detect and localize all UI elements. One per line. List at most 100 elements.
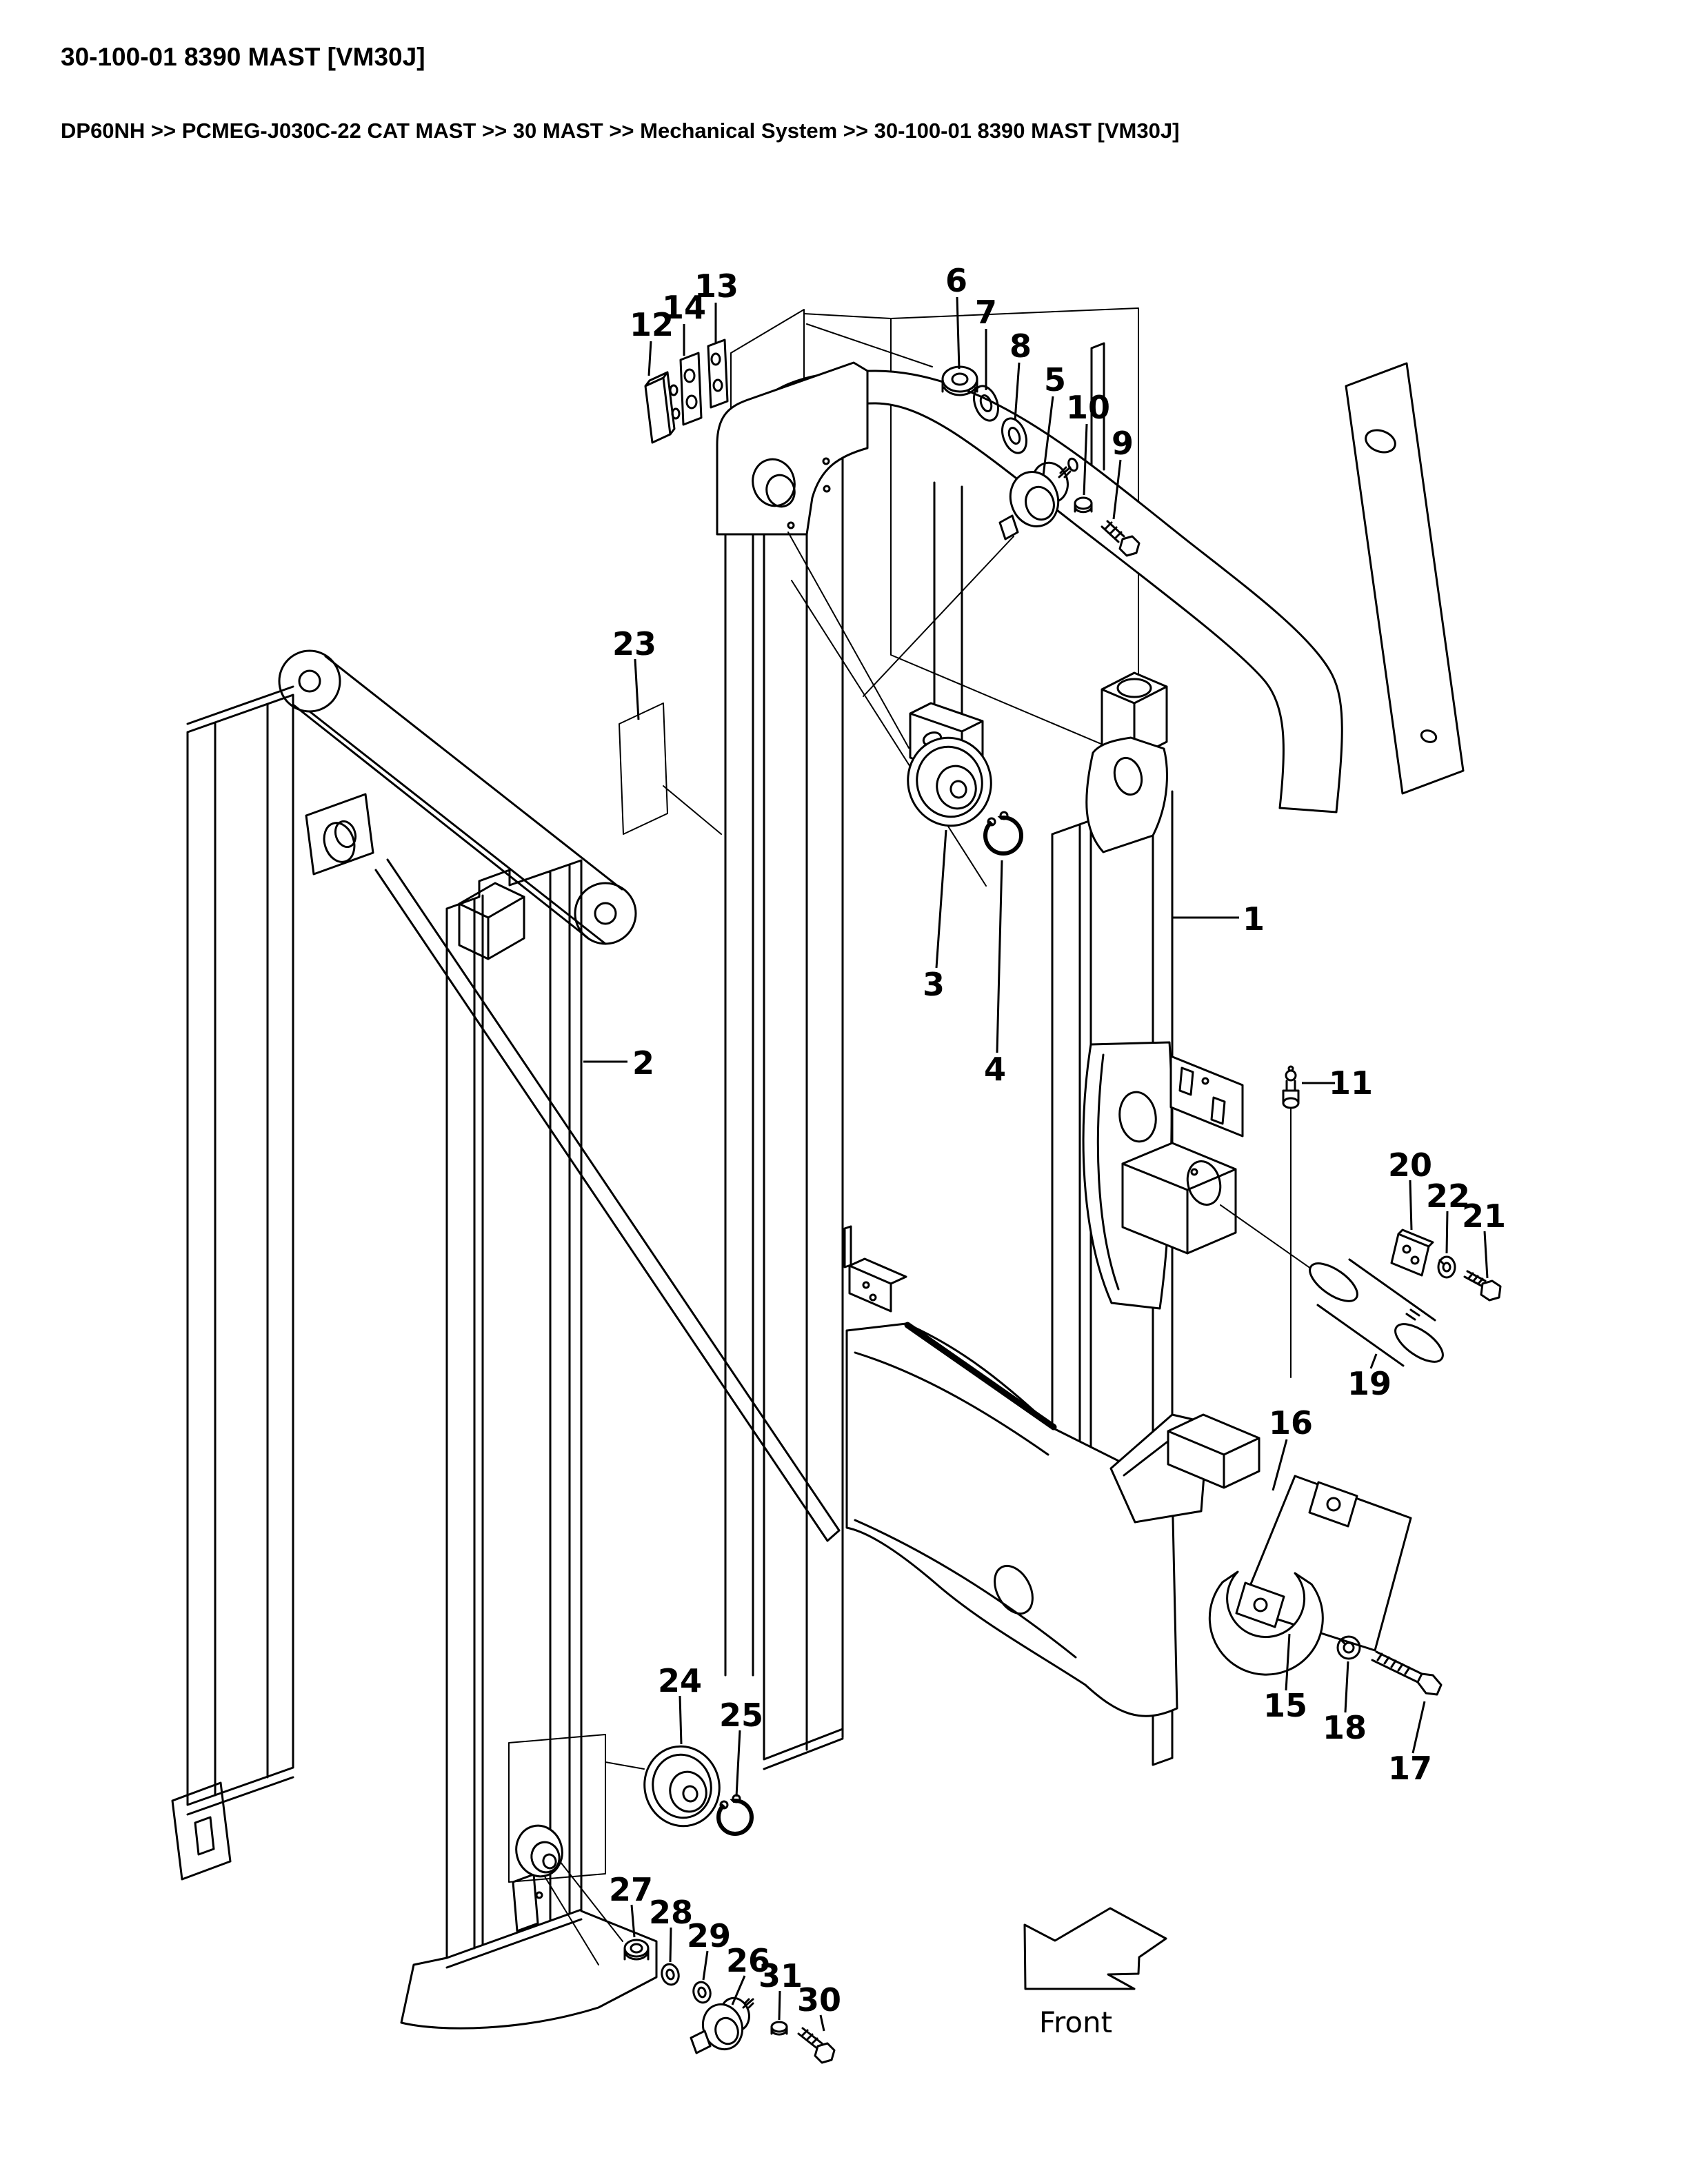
- eye-bracket: [1085, 736, 1168, 853]
- part-21-bolt: [1463, 1270, 1502, 1302]
- outer-mast-base-hole: [535, 1891, 543, 1899]
- side-bracket-parts: [1082, 1041, 1502, 1378]
- callout-19[interactable]: 19: [1347, 1365, 1391, 1402]
- callout-leader-30: [819, 2014, 825, 2032]
- callout-15[interactable]: 15: [1263, 1687, 1307, 1724]
- callout-leader-15: [1285, 1633, 1291, 1691]
- outer-mast-pin: [323, 822, 356, 863]
- callout-1[interactable]: 1: [1243, 900, 1265, 938]
- roller-ghost-panel: [508, 1734, 645, 1883]
- callout-leader-20: [1409, 1180, 1413, 1231]
- outer-mast-left-rail: [186, 685, 294, 1816]
- part-18-lock-washer: [1336, 1635, 1361, 1660]
- callout-13[interactable]: 13: [694, 267, 738, 305]
- callout-leader-3: [935, 829, 947, 969]
- mounted-roller-cap: [530, 1841, 561, 1874]
- callout-31[interactable]: 31: [758, 1957, 803, 1994]
- callout-21[interactable]: 21: [1462, 1197, 1506, 1235]
- outer-mast-mount-plate: [305, 793, 374, 876]
- callout-leader-8: [1014, 362, 1021, 421]
- callout-leader-5: [1042, 396, 1054, 476]
- part-31-nut: [770, 2021, 788, 2036]
- tilt-cylinder-bracket: [1082, 1041, 1323, 1378]
- callout-3[interactable]: 3: [923, 966, 945, 1003]
- crosshead-block: [458, 882, 525, 960]
- top-hardware-parts: [644, 338, 1141, 557]
- callout-9[interactable]: 9: [1112, 425, 1134, 462]
- callout-leader-24: [679, 1695, 683, 1745]
- callout-22[interactable]: 22: [1426, 1177, 1470, 1215]
- front-arrow-shape: [1023, 1907, 1167, 1990]
- callout-leader-6: [956, 296, 961, 370]
- part-13-shim-plate: [707, 338, 729, 409]
- label-plate-23-line: [663, 785, 722, 835]
- callout-27[interactable]: 27: [609, 1871, 653, 1908]
- bottom-bracket-parts: [1208, 1475, 1443, 1696]
- callout-5[interactable]: 5: [1044, 361, 1066, 398]
- callout-leader-25: [735, 1730, 741, 1797]
- inner-mast-left-rail: [724, 443, 844, 1770]
- callout-6[interactable]: 6: [945, 262, 967, 299]
- callout-26[interactable]: 26: [726, 1942, 770, 1979]
- callout-leader-17: [1411, 1701, 1426, 1754]
- callout-18[interactable]: 18: [1323, 1709, 1367, 1746]
- callout-leader-26: [731, 1975, 746, 2005]
- part-20-lock-plate: [1390, 1228, 1434, 1277]
- part-7-washer: [973, 385, 999, 422]
- callout-25[interactable]: 25: [719, 1697, 763, 1734]
- outer-mast-right-rail: [445, 859, 583, 1969]
- callout-leader-16: [1272, 1439, 1288, 1491]
- part-28-washer: [661, 1963, 680, 1986]
- callout-16[interactable]: 16: [1269, 1404, 1313, 1442]
- callout-leader-28: [669, 1927, 672, 1963]
- part-24-load-roller: [643, 1745, 721, 1828]
- front-label: Front: [1039, 2005, 1112, 2039]
- part-12-backing-block: [644, 371, 681, 444]
- bottom-gusset: [1109, 1413, 1260, 1524]
- part-30-bolt: [797, 2027, 836, 2064]
- right-side-plate-hole-bottom: [1420, 729, 1438, 743]
- callout-leader-18: [1344, 1661, 1349, 1713]
- callout-17[interactable]: 17: [1388, 1750, 1432, 1787]
- outer-mast-section: [171, 649, 841, 2030]
- callout-leader-19: [1369, 1353, 1378, 1369]
- callout-2[interactable]: 2: [632, 1044, 654, 1082]
- callout-23[interactable]: 23: [612, 625, 656, 663]
- roller-parts: [623, 736, 1023, 2064]
- callout-28[interactable]: 28: [649, 1894, 693, 1931]
- callout-8[interactable]: 8: [1009, 327, 1032, 365]
- callout-leader-12: [647, 341, 652, 376]
- part-10-nut: [1074, 496, 1093, 514]
- part-4-snap-ring: [983, 811, 1023, 856]
- mounted-roller-pin: [542, 1853, 557, 1870]
- callout-12[interactable]: 12: [630, 306, 674, 343]
- callout-10[interactable]: 10: [1066, 389, 1110, 426]
- part-22-lock-washer: [1437, 1255, 1456, 1279]
- outer-mast-left-foot: [171, 1781, 232, 1881]
- callout-leader-31: [778, 1990, 781, 2021]
- bracket-hole-3: [787, 521, 795, 529]
- part-8-washer: [1001, 417, 1027, 454]
- outer-mast-tie-bar: [278, 649, 637, 945]
- callout-leader-27: [630, 1904, 636, 1938]
- callout-14[interactable]: 14: [662, 289, 706, 326]
- callout-24[interactable]: 24: [658, 1662, 702, 1699]
- callout-11[interactable]: 11: [1329, 1064, 1373, 1102]
- breadcrumb[interactable]: DP60NH >> PCMEG-J030C-22 CAT MAST >> 30 …: [61, 119, 1180, 143]
- part-19-pivot-pin: [1309, 1258, 1444, 1367]
- callout-29[interactable]: 29: [687, 1917, 731, 1954]
- right-side-plate: [1345, 362, 1465, 795]
- callout-7[interactable]: 7: [975, 294, 997, 331]
- front-arrow: [1023, 1907, 1167, 1990]
- part-25-snap-ring: [716, 1794, 754, 1836]
- pin-to-roller-lines: [787, 532, 1014, 887]
- callout-30[interactable]: 30: [797, 1981, 841, 2019]
- page-title: 30-100-01 8390 MAST [VM30J]: [61, 43, 425, 71]
- roller-assembly-lines: [544, 1861, 623, 1965]
- top-roller-pin-cap: [765, 474, 796, 508]
- top-roller-pin: [752, 458, 796, 507]
- bracket-hole-1: [822, 457, 830, 465]
- callout-20[interactable]: 20: [1388, 1146, 1432, 1184]
- callout-4[interactable]: 4: [984, 1051, 1006, 1088]
